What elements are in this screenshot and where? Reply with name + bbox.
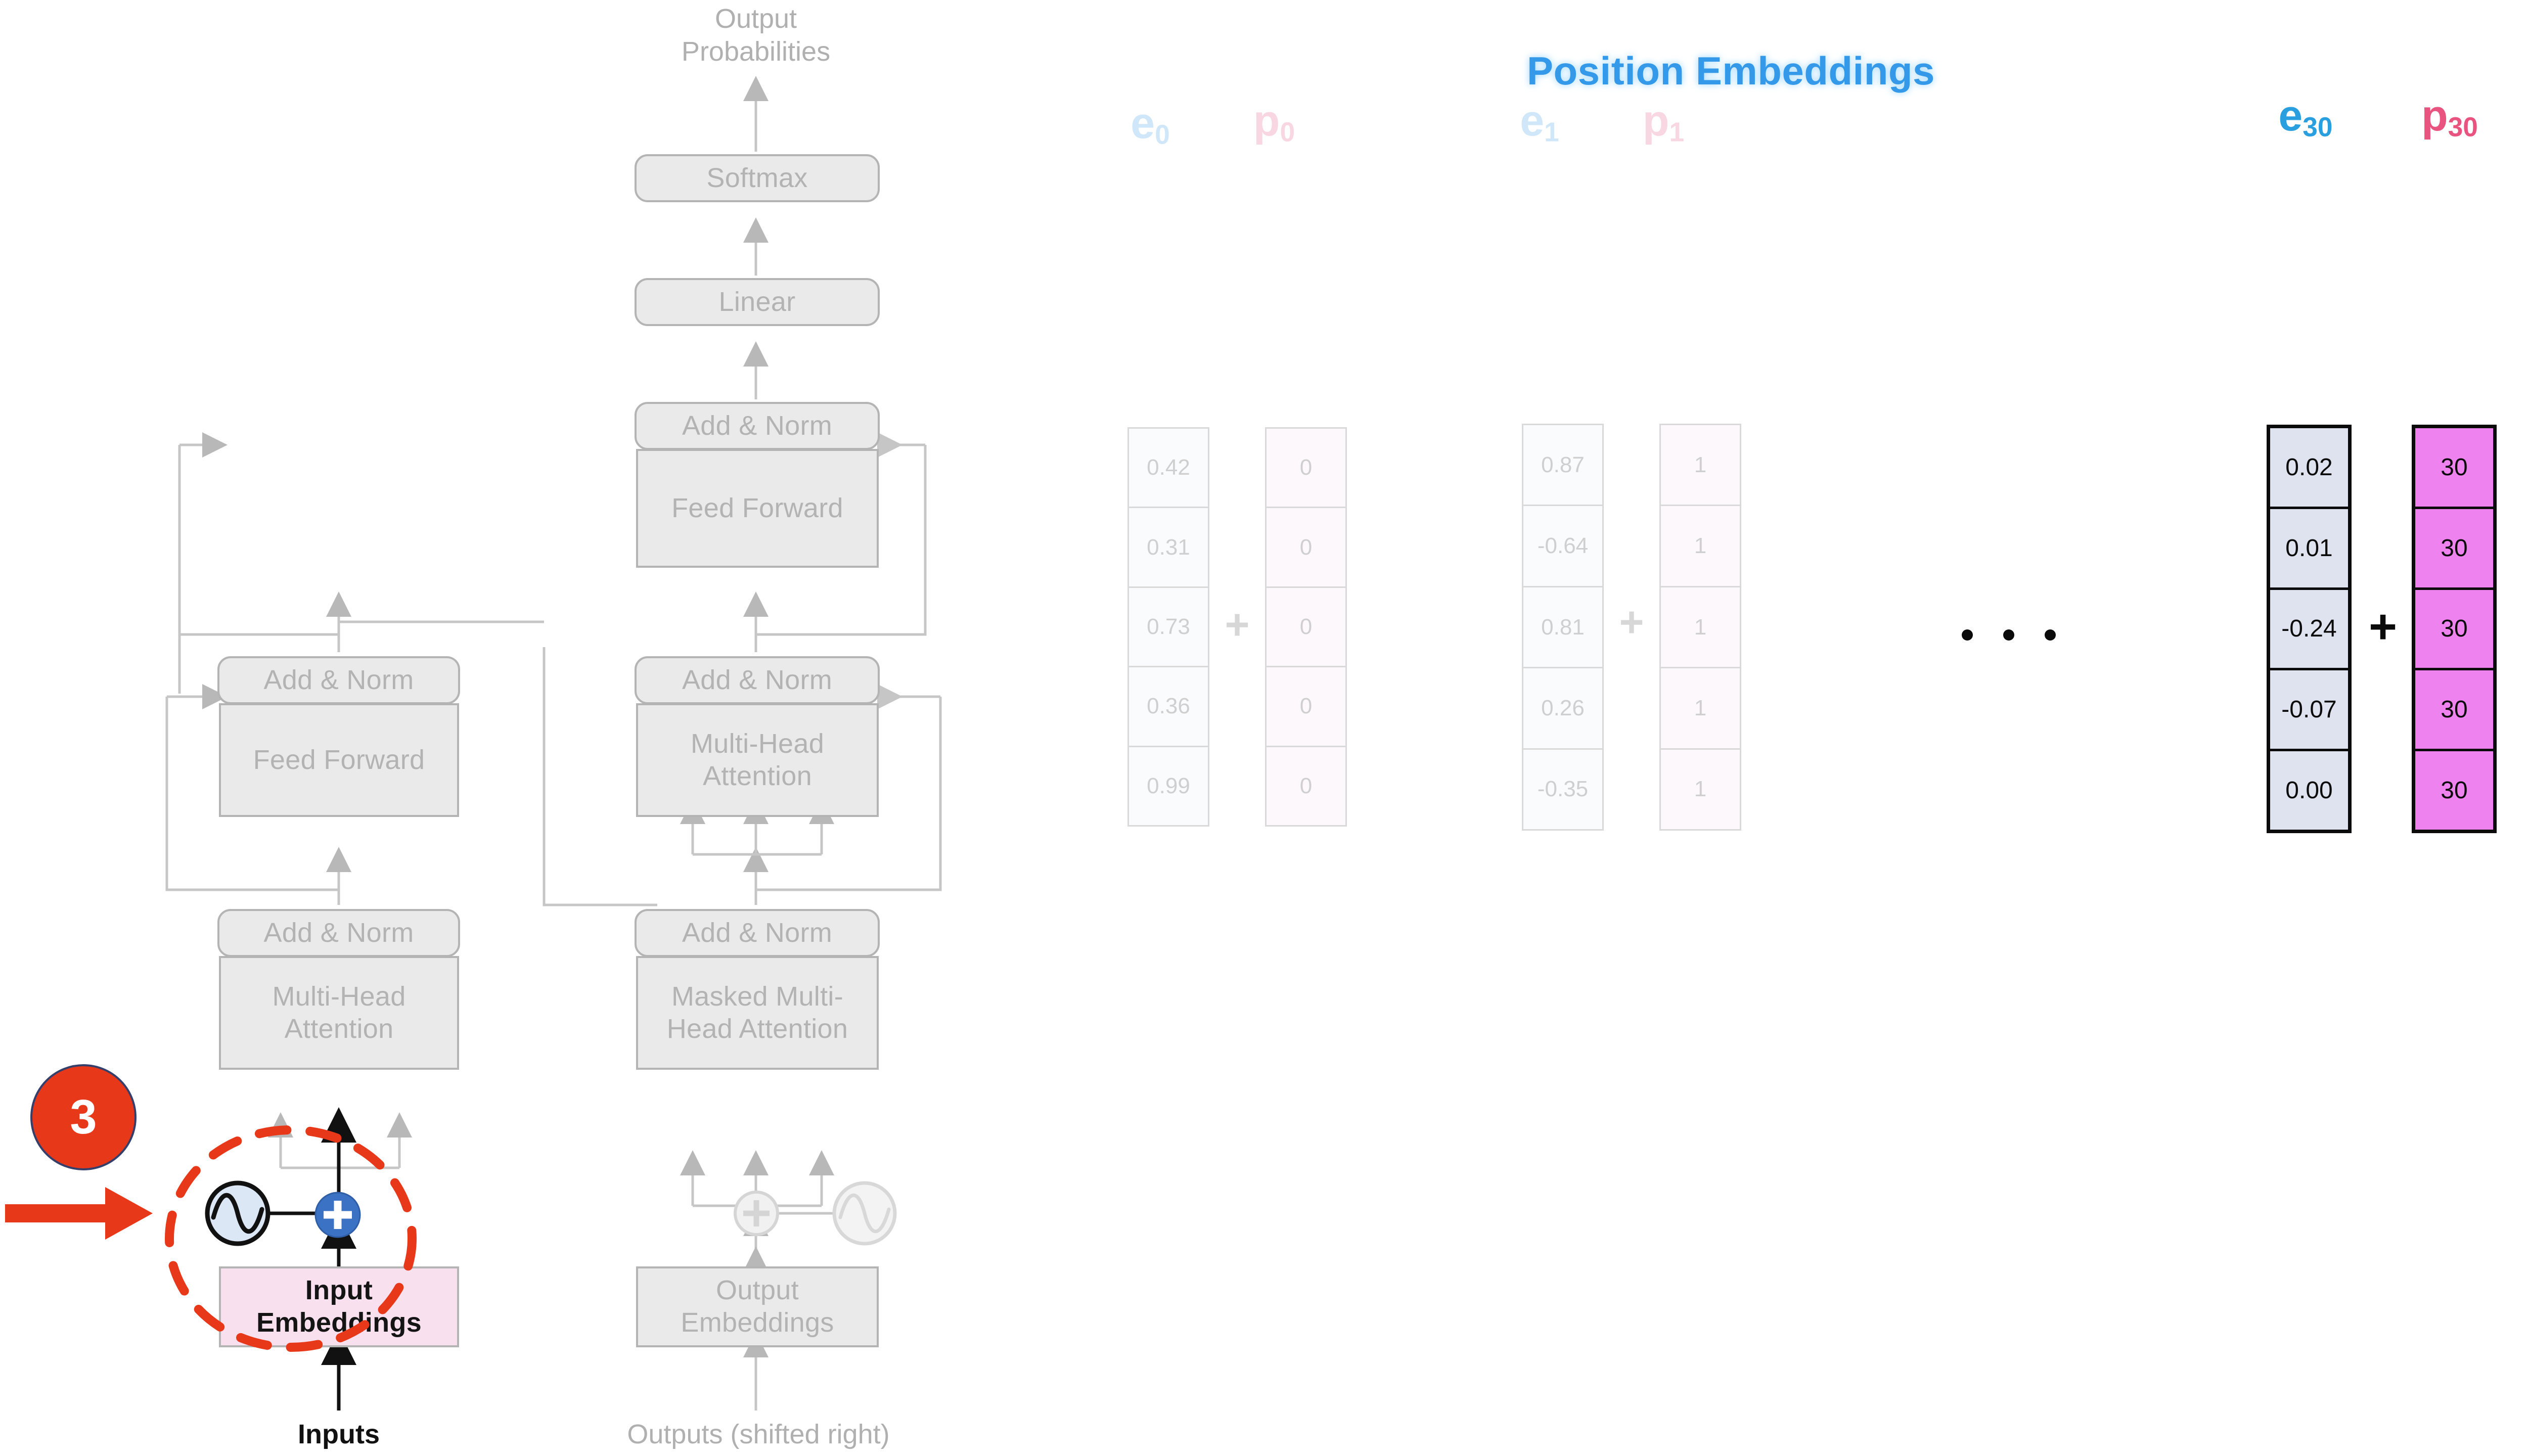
decoder-multi-head-attention: Multi-Head Attention <box>636 703 879 817</box>
vector-cell: 0.73 <box>1129 588 1208 668</box>
vector-cell: 0.31 <box>1129 508 1208 588</box>
plus-operator-0: + <box>1225 600 1250 648</box>
plus-operator-30: + <box>2368 600 2398 654</box>
vector-cell: 1 <box>1661 506 1740 587</box>
input-embeddings-block: Input Embeddings <box>219 1266 459 1347</box>
vector-label-e30: e30 <box>2278 92 2333 143</box>
vector-cell: 0 <box>1299 773 1313 798</box>
ellipsis-dot <box>2045 629 2056 641</box>
masked-multi-head-attention: Masked Multi- Head Attention <box>636 956 879 1070</box>
encoder-feed-forward: Feed Forward <box>219 703 459 817</box>
vector-cell: -0.35 <box>1537 777 1589 802</box>
vector-cell: 30 <box>2415 670 2493 752</box>
positional-encoding-sine-icon <box>205 1180 270 1246</box>
vector-p30: 30 30 30 30 30 <box>2412 425 2497 833</box>
decoder-add-norm-top: Add & Norm <box>635 402 880 450</box>
vector-label-p30: p30 <box>2421 92 2478 143</box>
vector-cell: -0.07 <box>2270 670 2348 752</box>
vector-label-p1: p1 <box>1642 97 1685 148</box>
vector-e0: 0.42 0.31 0.73 0.36 0.99 <box>1127 427 1209 827</box>
vector-cell: -0.64 <box>1523 506 1602 587</box>
ellipsis-dot <box>2003 629 2014 641</box>
encoder-multi-head-attention: Multi-Head Attention <box>219 956 459 1070</box>
plus-operator-1: + <box>1619 598 1644 646</box>
panel-title: Position Embeddings <box>1527 49 1935 93</box>
ellipsis-dot <box>1962 629 1973 641</box>
vector-p0: 0 0 0 0 0 <box>1265 427 1347 827</box>
ellipsis-dots <box>1962 629 2056 641</box>
encoder-add-norm-bottom: Add & Norm <box>217 909 460 957</box>
vector-cell: 0.87 <box>1523 425 1602 507</box>
vector-cell: 0 <box>1267 429 1345 509</box>
positional-encoding-sine-icon-decoder <box>832 1181 897 1246</box>
decoder-add-norm-mid: Add & Norm <box>635 656 880 704</box>
softmax-block: Softmax <box>635 154 880 202</box>
vector-cell: -0.24 <box>2270 590 2348 671</box>
vector-cell: 0.26 <box>1523 668 1602 750</box>
vector-e30: 0.02 0.01 -0.24 -0.07 0.00 <box>2267 425 2352 833</box>
vector-cell: 0.36 <box>1129 667 1208 747</box>
vector-cell: 0.02 <box>2270 428 2348 509</box>
decoder-add-norm-bottom: Add & Norm <box>635 909 880 957</box>
vector-label-p0: p0 <box>1253 97 1295 148</box>
decoder-feed-forward: Feed Forward <box>636 449 879 568</box>
vector-cell: 0 <box>1267 588 1345 668</box>
vector-cell: 30 <box>2441 777 2468 804</box>
vector-label-e0: e0 <box>1131 99 1170 150</box>
position-embeddings-panel: Position Embeddings e0 0.42 0.31 0.73 0.… <box>1011 0 2528 1456</box>
vector-cell: 0.42 <box>1129 429 1208 509</box>
vector-cell: 30 <box>2415 590 2493 671</box>
vector-cell: 1 <box>1661 668 1740 750</box>
encoder-add-norm-top: Add & Norm <box>217 656 460 704</box>
linear-block: Linear <box>635 278 880 326</box>
vector-cell: 0.81 <box>1523 587 1602 669</box>
vector-cell: 0 <box>1267 667 1345 747</box>
output-embeddings-block: Output Embeddings <box>636 1266 879 1347</box>
annotation-red-arrow-icon <box>5 1187 153 1240</box>
vector-cell: 30 <box>2415 428 2493 509</box>
outputs-shifted-right-label: Outputs (shifted right) <box>627 1419 890 1449</box>
vector-e1: 0.87 -0.64 0.81 0.26 -0.35 <box>1522 424 1604 831</box>
vector-cell: 0.01 <box>2270 509 2348 590</box>
output-probabilities-label: Output Probabilities <box>681 4 831 67</box>
vector-cell: 1 <box>1694 777 1707 802</box>
vector-p1: 1 1 1 1 1 <box>1659 424 1741 831</box>
inputs-label: Inputs <box>298 1419 380 1449</box>
transformer-architecture-diagram: Output Probabilities Softmax Linear Add … <box>0 0 1011 1456</box>
vector-label-e1: e1 <box>1520 97 1559 148</box>
vector-cell: 1 <box>1661 425 1740 507</box>
vector-cell: 1 <box>1661 587 1740 669</box>
step-badge-3: 3 <box>30 1064 137 1170</box>
vector-cell: 0.00 <box>2285 777 2333 804</box>
vector-cell: 0.99 <box>1147 773 1190 798</box>
vector-cell: 0 <box>1267 508 1345 588</box>
add-node-icon <box>314 1192 361 1238</box>
vector-cell: 30 <box>2415 509 2493 590</box>
add-node-icon-decoder <box>734 1191 779 1236</box>
